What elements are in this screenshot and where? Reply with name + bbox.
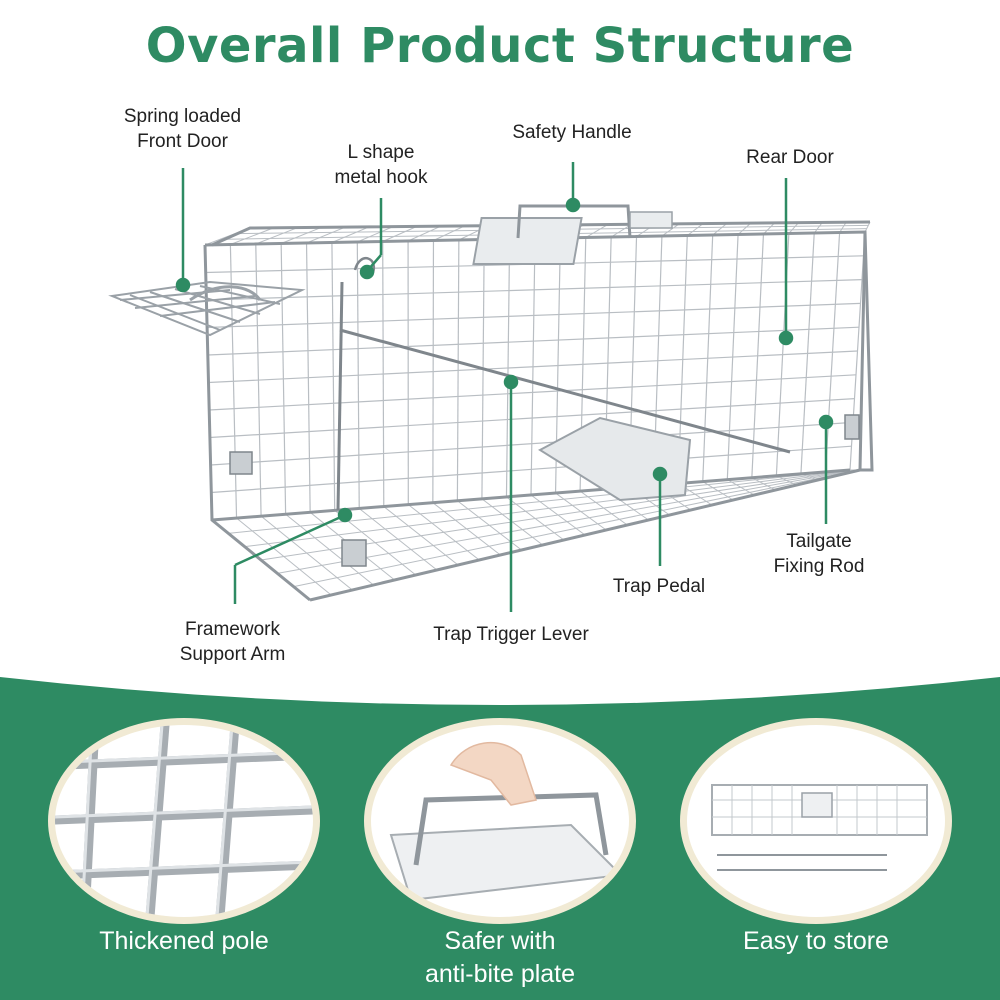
cage-wire [382,225,418,242]
cage-wire [228,469,852,534]
cage-wire [433,225,465,241]
cage-wire [211,445,852,494]
anti-bite-plate-image [389,741,624,902]
callout-hook: L shape metal hook [334,142,428,188]
cage-wire [306,226,346,244]
cage-wire [207,302,861,329]
feature-oval-easy-store [680,718,952,924]
cage-wire [839,221,847,233]
callout-tailgate: Tailgate Fixing Rod [773,531,865,577]
page-title: Overall Product Structure [145,18,855,74]
safety-handle [472,204,673,265]
cage-wire [209,374,857,411]
cage-wire [207,326,860,356]
cage-wire [255,227,298,245]
feature-oval-anti-bite-plate [364,718,636,924]
feature-label-anti-bite-plate: Safer with anti-bite plate [424,927,576,988]
callout-leaders [175,162,834,612]
feature-label-thickened-pole: Thickened pole [99,927,269,955]
cage-wire [813,222,823,234]
cage-wire [788,222,799,234]
callout-trap-pedal: Trap Pedal [612,576,706,597]
cage-wire [712,222,728,236]
feature-oval-thickened-pole [48,718,320,924]
cage-brackets [229,414,860,567]
cage-wire [209,398,855,439]
cage-wire [293,469,859,588]
cage-wire [864,221,871,233]
easy-store-image [711,784,928,871]
trap-pedal [538,416,692,502]
cage-wire [208,350,858,384]
callout-trigger-lever: Trap Trigger Lever [433,624,589,645]
cage-wire [763,222,775,235]
cage-wire [357,226,394,243]
cage-wire [280,226,322,244]
callout-support-arm: Framework Support Arm [179,619,286,665]
cage-wire [407,225,441,242]
cage-wire [687,223,704,236]
callout-rear-door: Rear Door [746,147,834,168]
cage-wire [277,469,857,574]
callout-front-door: Spring loaded Front Door [123,106,242,152]
cage-wire [331,226,370,243]
trigger-lever [336,257,791,511]
cage-illustration [108,162,874,612]
feature-label-easy-store: Easy to store [743,927,889,955]
callout-safety-handle: Safety Handle [512,122,632,143]
cage-wire [210,421,854,466]
cage-wire [230,227,275,245]
cage-wire [661,223,680,237]
cage-wire [206,279,863,301]
thickened-pole-image [55,725,313,917]
cage-wire [244,469,854,548]
cage-wire [737,222,752,235]
cage-wire [585,224,608,238]
